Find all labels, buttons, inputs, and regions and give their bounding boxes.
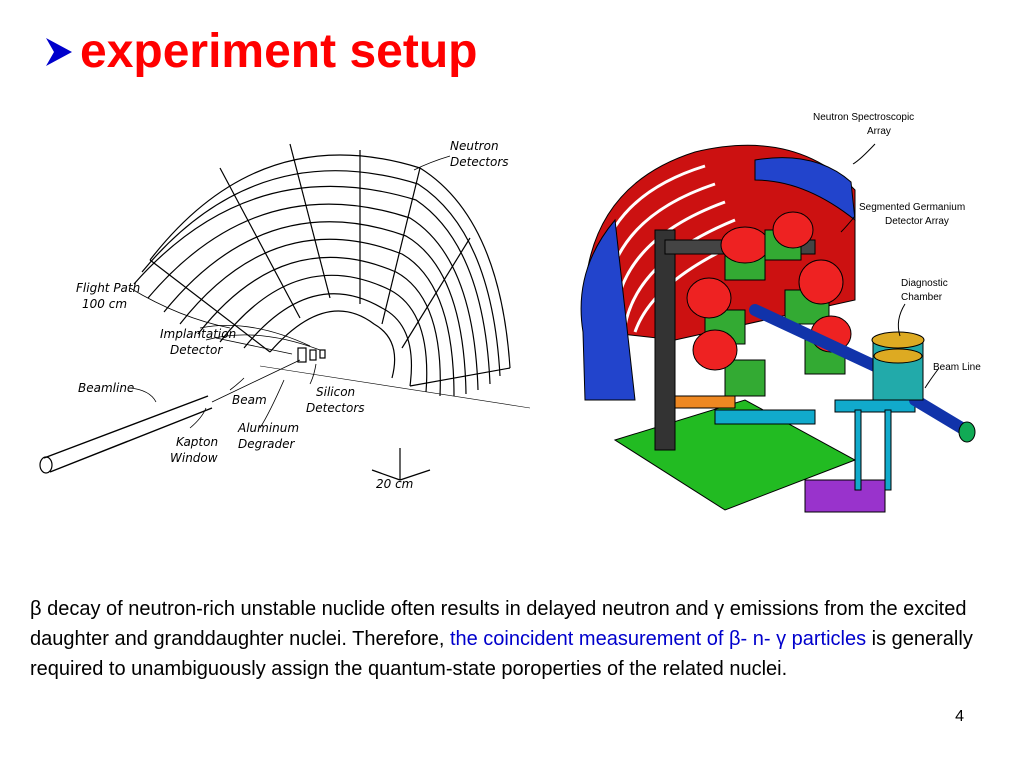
label-neutron-detectors: Neutron	[450, 139, 499, 153]
label-beamline: Beamline	[78, 381, 134, 395]
highlight-2: - n-	[740, 628, 777, 650]
rendered-setup-figure: Neutron Spectroscopic Array Segmented Ge…	[580, 112, 981, 513]
schematic-figure: Neutron Detectors Flight Path 100 cm Imp…	[39, 139, 530, 491]
body-paragraph: β decay of neutron-rich unstable nuclide…	[30, 594, 980, 684]
label-diagnostic-chamber: Diagnostic	[901, 278, 948, 289]
label-segmented-germanium: Segmented Germanium	[859, 202, 965, 213]
label-silicon: Silicon	[316, 385, 355, 399]
arrow-bullet-icon	[46, 37, 72, 66]
label-beam-line: Beam Line	[933, 362, 981, 373]
slide-title: experiment setup	[44, 24, 477, 79]
label-kapton-2: Window	[170, 451, 218, 465]
body-segment-1: decay of neutron-rich unstable nuclide o…	[41, 598, 715, 620]
label-implantation-2: Detector	[170, 343, 223, 357]
gamma-symbol-2: γ	[776, 628, 787, 650]
label-segmented-germanium-2: Detector Array	[885, 216, 949, 227]
label-neutron-spectroscopic-array-2: Array	[867, 126, 891, 137]
label-neutron-detectors-2: Detectors	[450, 155, 509, 169]
body-segment-2: emissions from the excited daughter and …	[30, 598, 967, 650]
label-kapton: Kapton	[176, 435, 218, 449]
highlight-1: the coincident measurement of	[449, 628, 729, 650]
page-number: 4	[955, 708, 964, 725]
label-aluminum-2: Degrader	[238, 437, 296, 451]
label-scale: 20 cm	[376, 477, 413, 491]
label-neutron-spectroscopic-array: Neutron Spectroscopic	[813, 112, 914, 123]
label-flight-path-2: 100 cm	[82, 297, 127, 311]
label-beam: Beam	[232, 393, 267, 407]
body-segment-3: is generally required to unambiguously a…	[30, 628, 973, 680]
label-flight-path: Flight Path	[76, 281, 140, 295]
label-diagnostic-chamber-2: Chamber	[901, 292, 943, 303]
label-silicon-2: Detectors	[306, 401, 365, 415]
beta-symbol: β	[30, 598, 42, 620]
label-implantation: Implantation	[160, 327, 236, 341]
label-aluminum: Aluminum	[237, 421, 299, 435]
slide-title-text: experiment setup	[80, 25, 478, 78]
highlight-3: particles	[786, 628, 867, 650]
beta-symbol-2: β	[728, 628, 741, 650]
gamma-symbol: γ	[714, 598, 725, 620]
